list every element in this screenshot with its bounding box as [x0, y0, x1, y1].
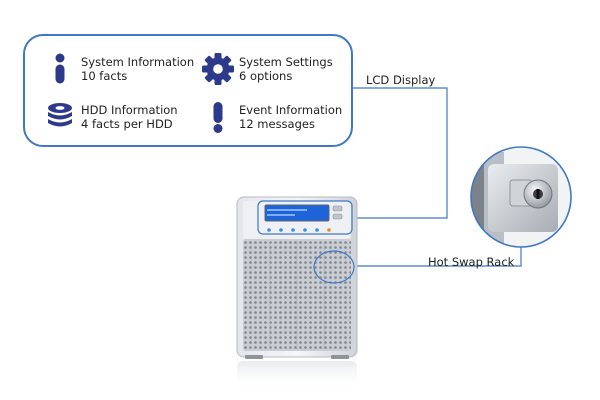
event-information-text: Event Information 12 messages [239, 103, 342, 131]
system-information-title: System Information [81, 55, 195, 69]
hdd-information-title: HDD Information [81, 103, 178, 117]
hdd-information-text: HDD Information 4 facts per HDD [81, 103, 178, 131]
event-information-title: Event Information [239, 103, 343, 117]
lcd-button-down [332, 213, 343, 220]
menu-item-event-information: Event Information 12 messages [201, 100, 342, 134]
menu-item-system-information: System Information 10 facts [43, 52, 194, 86]
system-settings-title: System Settings [239, 55, 333, 69]
exclamation-icon [201, 100, 235, 134]
hot-swap-lock-zoom [470, 146, 572, 248]
lcd-button-up [332, 205, 343, 212]
system-settings-detail: 6 options [239, 69, 293, 83]
gear-icon [201, 52, 235, 86]
info-icon [43, 52, 77, 86]
hot-swap-rack-label: Hot Swap Rack [428, 255, 515, 269]
system-information-text: System Information 10 facts [81, 55, 194, 83]
system-information-detail: 10 facts [81, 69, 128, 83]
lcd-display-label: LCD Display [366, 73, 436, 87]
lcd-menu-callout: System Information 10 facts S [23, 34, 353, 147]
lcd-leader-line [353, 87, 448, 219]
lcd-highlight [257, 200, 353, 235]
hdd-information-detail: 4 facts per HDD [81, 117, 173, 131]
disk-stack-icon [43, 100, 77, 134]
system-settings-text: System Settings 6 options [239, 55, 333, 83]
event-information-detail: 12 messages [239, 117, 315, 131]
menu-item-system-settings: System Settings 6 options [201, 52, 333, 86]
status-leds [267, 228, 331, 232]
nas-enclosure [236, 196, 358, 391]
lcd-screen [264, 204, 330, 222]
menu-item-hdd-information: HDD Information 4 facts per HDD [43, 100, 178, 134]
hotswap-highlight [313, 250, 355, 284]
